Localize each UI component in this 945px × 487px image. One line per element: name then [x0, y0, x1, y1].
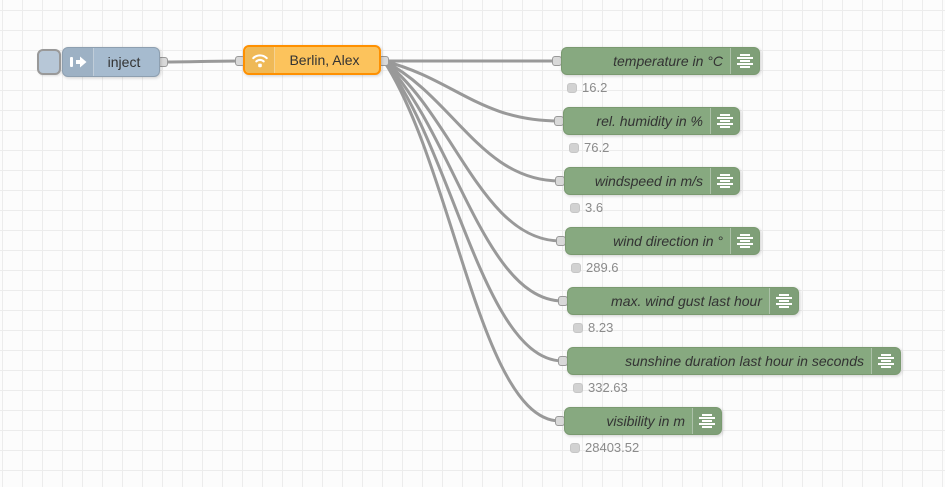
debug-toggle-button[interactable]: [730, 48, 759, 74]
node-debug-windspeed[interactable]: windspeed in m/s: [564, 167, 740, 195]
node-label: sunshine duration last hour in seconds: [625, 353, 864, 369]
status-dot-icon: [567, 82, 577, 93]
node-status: 16.2: [567, 80, 607, 95]
node-debug-humidity[interactable]: rel. humidity in %: [563, 107, 740, 135]
node-weather-berlin-alex[interactable]: Berlin, Alex: [243, 45, 381, 75]
node-inject[interactable]: inject: [62, 47, 160, 77]
debug-icon: [737, 54, 753, 68]
status-dot-icon: [571, 262, 581, 273]
node-label: Berlin, Alex: [289, 52, 360, 68]
wire[interactable]: [382, 59, 563, 243]
debug-icon: [737, 234, 753, 248]
node-debug-wind-direction[interactable]: wind direction in °: [565, 227, 760, 255]
status-dot-icon: [570, 202, 580, 213]
debug-toggle-button[interactable]: [730, 228, 759, 254]
debug-icon: [878, 354, 894, 368]
node-status: 289.6: [571, 260, 619, 275]
wire[interactable]: [382, 59, 562, 423]
debug-toggle-button[interactable]: [710, 168, 739, 194]
node-debug-sunshine-duration[interactable]: sunshine duration last hour in seconds: [567, 347, 901, 375]
node-status: 332.63: [573, 380, 628, 395]
node-status: 8.23: [573, 320, 613, 335]
inject-trigger-button[interactable]: [37, 49, 61, 75]
inject-arrow-icon: [63, 48, 94, 76]
status-dot-icon: [570, 442, 580, 453]
node-label: temperature in °C: [613, 53, 723, 69]
status-text: 3.6: [585, 200, 604, 215]
node-label: windspeed in m/s: [594, 173, 703, 189]
debug-toggle-button[interactable]: [710, 108, 739, 134]
status-text: 16.2: [582, 80, 608, 95]
wifi-icon: [245, 47, 275, 73]
wire[interactable]: [382, 59, 565, 303]
node-label: inject: [107, 54, 141, 70]
status-text: 289.6: [586, 260, 619, 275]
wire[interactable]: [382, 59, 561, 123]
status-dot-icon: [573, 382, 583, 393]
node-debug-temperature[interactable]: temperature in °C: [561, 47, 760, 75]
node-label: rel. humidity in %: [596, 113, 703, 129]
wire[interactable]: [382, 59, 562, 183]
wire[interactable]: [382, 59, 565, 363]
status-text: 332.63: [588, 380, 628, 395]
node-label: visibility in m: [606, 413, 685, 429]
node-debug-wind-gust[interactable]: max. wind gust last hour: [567, 287, 799, 315]
status-dot-icon: [573, 322, 583, 333]
debug-toggle-button[interactable]: [692, 408, 721, 434]
node-status: 76.2: [569, 140, 609, 155]
wire[interactable]: [161, 59, 242, 64]
debug-icon: [717, 114, 733, 128]
status-text: 76.2: [584, 140, 610, 155]
status-text: 8.23: [588, 320, 614, 335]
debug-icon: [776, 294, 792, 308]
status-dot-icon: [569, 142, 579, 153]
node-label: max. wind gust last hour: [611, 293, 762, 309]
debug-icon: [717, 174, 733, 188]
status-text: 28403.52: [585, 440, 640, 455]
debug-toggle-button[interactable]: [769, 288, 798, 314]
node-status: 28403.52: [570, 440, 639, 455]
node-label: wind direction in °: [613, 233, 723, 249]
debug-toggle-button[interactable]: [871, 348, 900, 374]
debug-icon: [699, 414, 715, 428]
node-status: 3.6: [570, 200, 603, 215]
node-debug-visibility[interactable]: visibility in m: [564, 407, 722, 435]
